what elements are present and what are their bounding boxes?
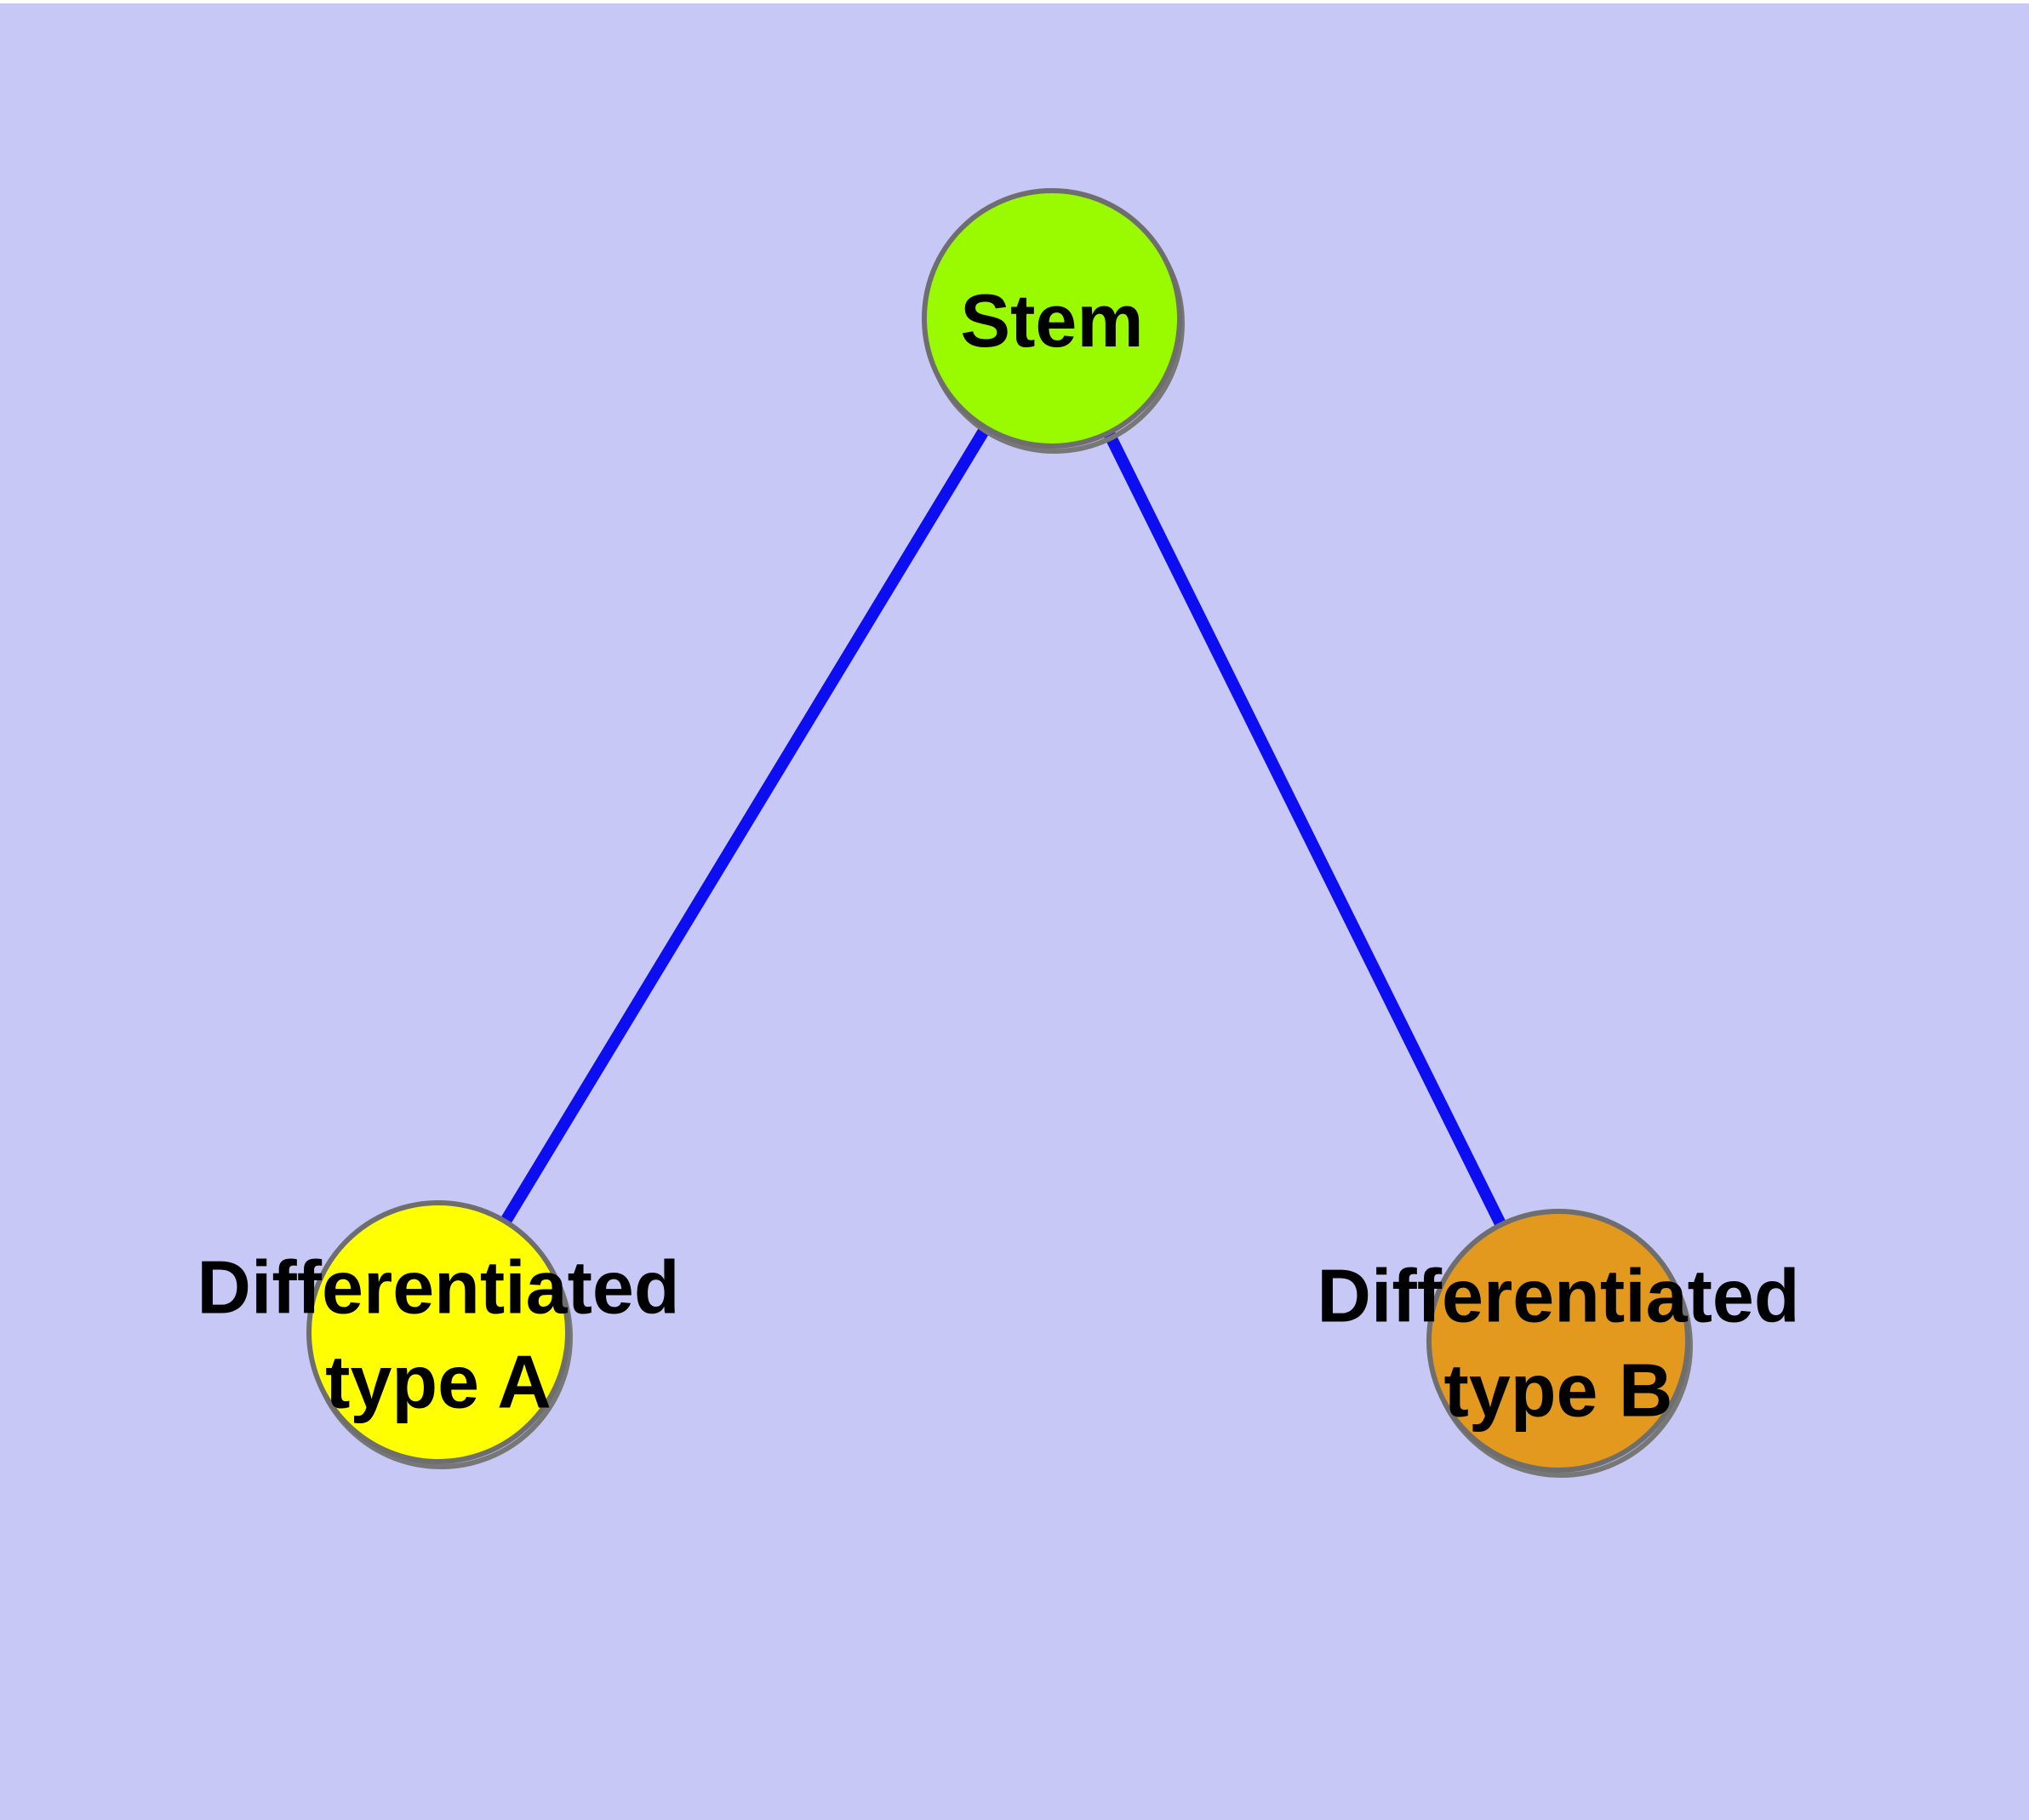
node-label-line: Differentiated: [1317, 1254, 1799, 1338]
node-label-stem: Stem: [960, 278, 1143, 363]
edge-stem-type-b: [1046, 315, 1564, 1344]
node-label-line: type B: [1444, 1348, 1673, 1433]
edges-layer: [433, 315, 1564, 1344]
node-stem: Stem: [922, 188, 1185, 454]
node-label-line: type A: [325, 1340, 552, 1424]
node-label-type-b: Differentiated type B: [1317, 1254, 1799, 1433]
node-type-a: Differentiated type A: [197, 1200, 680, 1469]
node-circle-type-b: [1426, 1209, 1690, 1473]
node-label-type-a: Differentiated type A: [197, 1245, 679, 1424]
node-circle-type-a: [306, 1200, 570, 1464]
node-type-b: Differentiated type B: [1317, 1209, 1800, 1478]
top-white-strip: [0, 0, 2029, 3]
node-label-line: Differentiated: [197, 1245, 679, 1330]
edge-stem-type-a: [433, 315, 1057, 1336]
node-label-line: Stem: [960, 278, 1143, 363]
node-circle-stem: [922, 188, 1182, 449]
